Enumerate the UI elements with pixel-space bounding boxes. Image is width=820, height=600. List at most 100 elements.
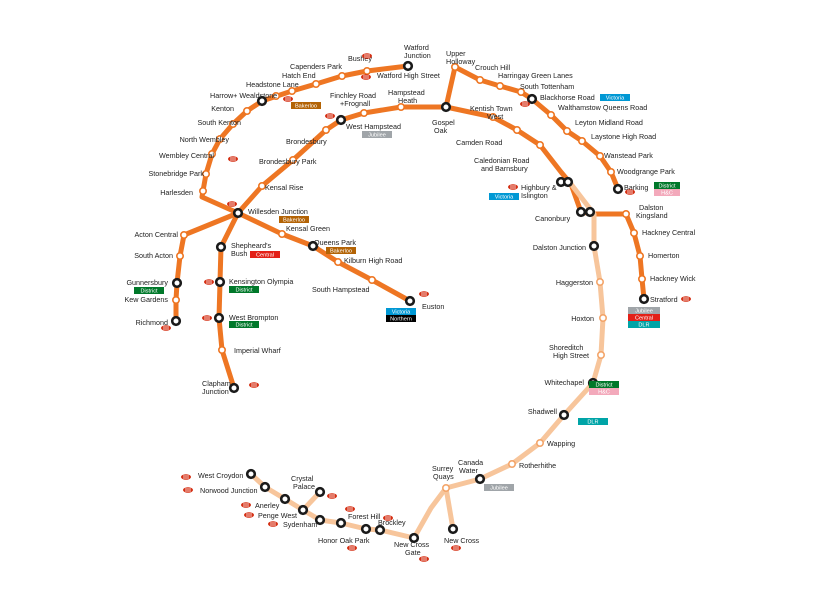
station-stonebridge-park[interactable] <box>202 170 211 179</box>
station-forest-hill[interactable] <box>335 517 347 529</box>
station-bushey[interactable] <box>337 72 346 81</box>
label-kensington-olympia: Kensington Olympia <box>229 277 293 286</box>
station-dalston-kingsland[interactable] <box>621 210 630 219</box>
station-new-cross-gate[interactable] <box>408 532 420 544</box>
station-surrey-quays[interactable] <box>441 483 450 492</box>
station-willesden-junction[interactable] <box>232 207 244 219</box>
station-harrow-wealdstone[interactable] <box>256 95 268 107</box>
label-kentish-town-west-2: West <box>487 112 503 121</box>
station-clapham-junction[interactable] <box>228 382 240 394</box>
station-crouch-hill[interactable] <box>475 76 484 85</box>
label-kenton: Kenton <box>211 104 234 113</box>
station-crystal-palace[interactable] <box>314 486 326 498</box>
label-acton-central: Acton Central <box>134 230 178 239</box>
station-homerton[interactable] <box>635 252 644 261</box>
station-barking[interactable] <box>612 183 624 195</box>
station-blackhorse-road[interactable] <box>526 93 538 105</box>
station-finchley-road[interactable] <box>359 109 368 118</box>
station-watford-high-street[interactable] <box>362 67 371 76</box>
badge-central-shepherds-bush-label: Central <box>256 253 274 259</box>
station-canada-water[interactable] <box>474 473 486 485</box>
station-hackney-wick[interactable] <box>637 274 646 283</box>
station-carpenders-park[interactable] <box>311 80 320 89</box>
station-brondesbury[interactable] <box>321 126 330 135</box>
station-woodgrange-park[interactable] <box>606 168 615 177</box>
label-sydenham: Sydenham <box>283 520 317 529</box>
station-dalston-kingsland-int[interactable] <box>584 206 596 218</box>
station-hatch-end[interactable] <box>287 87 296 96</box>
station-sydenham[interactable] <box>314 514 326 526</box>
station-kew-gardens[interactable] <box>172 295 181 304</box>
station-west-hampstead[interactable] <box>335 114 347 126</box>
station-wanstead-park[interactable] <box>595 152 604 161</box>
station-richmond[interactable] <box>170 315 182 327</box>
station-walthamstow-queens-road[interactable] <box>546 111 555 120</box>
station-north-wembley[interactable] <box>216 135 225 144</box>
station-brockley[interactable] <box>374 524 386 536</box>
label-headstone-lane: Headstone Lane <box>246 80 299 89</box>
station-penge-west[interactable] <box>297 504 309 516</box>
station-imperial-wharf[interactable] <box>218 345 227 354</box>
station-queens-park[interactable] <box>307 240 319 252</box>
label-leytonstone-high-road: Laystone High Road <box>591 132 656 141</box>
station-anerley[interactable] <box>279 493 291 505</box>
station-highbury-islington-2[interactable] <box>562 176 574 188</box>
label-shadwell: Shadwell <box>528 407 558 416</box>
label-highbury-islington-1: Highbury & <box>521 183 557 192</box>
station-leyton-midland-road[interactable] <box>562 127 571 136</box>
label-new-cross: New Cross <box>444 536 480 545</box>
station-south-acton[interactable] <box>176 252 185 261</box>
station-harlesden[interactable] <box>199 187 208 196</box>
station-upper-holloway[interactable] <box>450 62 459 71</box>
label-hackney-central: Hackney Central <box>642 228 696 237</box>
label-harrow-wealdstone: Harrow+ Wealdstone <box>210 91 277 100</box>
station-acton-central[interactable] <box>180 231 189 240</box>
station-camden-road[interactable] <box>512 126 521 135</box>
label-new-cross-gate-2: Gate <box>405 548 421 557</box>
station-brondesbury-park[interactable] <box>288 156 297 165</box>
label-honor-oak-park: Honor Oak Park <box>318 536 370 545</box>
station-canonbury[interactable] <box>575 206 587 218</box>
station-haggerston[interactable] <box>595 277 604 286</box>
station-gospel-oak[interactable] <box>440 101 452 113</box>
station-harringay-green-lanes[interactable] <box>495 82 504 91</box>
station-south-tottenham[interactable] <box>516 88 525 97</box>
label-wanstead-park: Wanstead Park <box>604 151 653 160</box>
station-shoreditch-high-street[interactable] <box>596 350 605 359</box>
station-wapping[interactable] <box>535 438 544 447</box>
station-leytonstone-high-road[interactable] <box>577 137 586 146</box>
badge-northern-euston <box>386 315 416 322</box>
station-shadwell[interactable] <box>558 409 570 421</box>
station-watford-junction[interactable] <box>402 60 414 72</box>
station-kensal-green[interactable] <box>277 230 286 239</box>
station-stratford[interactable] <box>638 293 650 305</box>
station-euston[interactable] <box>404 295 416 307</box>
station-kilburn-high-road[interactable] <box>333 257 342 266</box>
station-kensal-rise[interactable] <box>257 182 266 191</box>
station-west-brompton[interactable] <box>213 312 225 324</box>
station-south-hampstead[interactable] <box>367 275 376 284</box>
station-honor-oak-park[interactable] <box>360 523 372 535</box>
station-shepherds-bush[interactable] <box>215 241 227 253</box>
label-canonbury: Canonbury <box>535 214 571 223</box>
station-kensington-olympia[interactable] <box>214 276 226 288</box>
station-hackney-central[interactable] <box>629 229 638 238</box>
label-hampstead-heath-1: Hampstead <box>388 88 425 97</box>
label-blackhorse-road: Blackhorse Road <box>540 93 595 102</box>
station-hampstead-heath[interactable] <box>396 103 405 112</box>
station-new-cross[interactable] <box>447 523 459 535</box>
label-shoreditch-high-street-2: High Street <box>553 351 589 360</box>
station-headstone-lane[interactable] <box>271 92 280 101</box>
station-kentish-town-west[interactable] <box>488 113 497 122</box>
station-kenton[interactable] <box>243 107 252 116</box>
station-norwood-junction[interactable] <box>259 481 271 493</box>
station-caledonian-road[interactable] <box>535 141 544 150</box>
station-gunnersbury[interactable] <box>171 277 183 289</box>
station-dalston-junction[interactable] <box>588 240 600 252</box>
station-hoxton[interactable] <box>598 313 607 322</box>
station-south-kenton[interactable] <box>229 120 238 129</box>
station-wembley-central[interactable] <box>208 150 217 159</box>
label-dalston-kingsland-2: Kingsland <box>636 211 668 220</box>
station-rotherhithe[interactable] <box>507 459 516 468</box>
station-west-croydon[interactable] <box>245 468 257 480</box>
